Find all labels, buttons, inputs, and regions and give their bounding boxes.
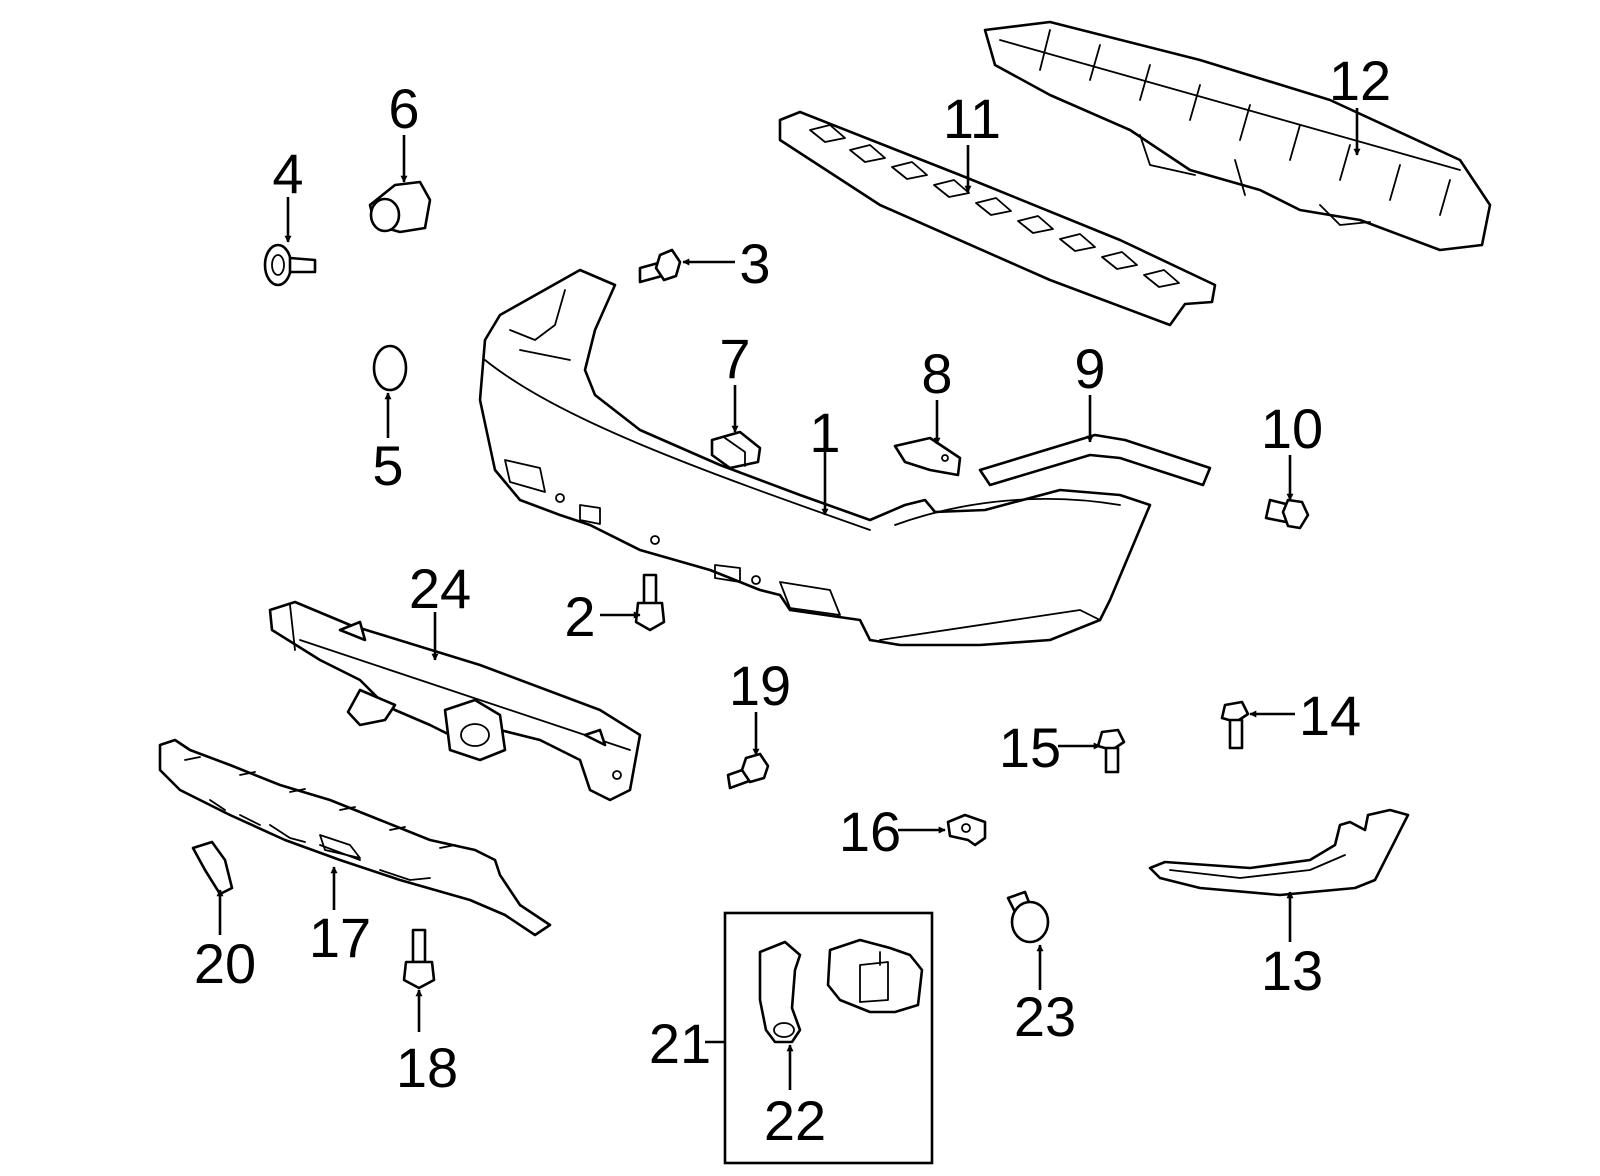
callout-7: 7: [719, 327, 750, 390]
callout-6: 6: [388, 77, 419, 140]
part-2-bolt: [634, 573, 666, 632]
callout-1: 1: [809, 401, 840, 464]
part-19-screw: [726, 752, 770, 790]
part-23-sensor: [1006, 890, 1050, 944]
callout-15: 15: [999, 716, 1061, 779]
callout-5: 5: [372, 434, 403, 497]
callout-3: 3: [739, 232, 770, 295]
callout-4: 4: [272, 142, 303, 205]
part-11-upper-strip: [778, 110, 1217, 327]
callout-13: 13: [1261, 939, 1323, 1002]
callout-18: 18: [396, 1036, 458, 1099]
callout-22: 22: [764, 1089, 826, 1152]
part-4-grommet: [263, 243, 317, 287]
callout-23: 23: [1014, 985, 1076, 1048]
part-17-lower-valance: [158, 738, 552, 937]
part-12-energy-absorber: [983, 20, 1492, 252]
callout-8: 8: [921, 342, 952, 405]
callout-labels: 1 2 3 4 5 6 7 8 9 10 11 12 13 14 15 16 1…: [194, 49, 1391, 1152]
part-13-side-molding: [1148, 808, 1410, 897]
part-21-group-box: [723, 911, 934, 1165]
part-9-side-strip: [978, 433, 1212, 487]
callout-11: 11: [943, 87, 1001, 150]
callout-17: 17: [309, 906, 371, 969]
callout-19: 19: [729, 654, 791, 717]
callout-12: 12: [1329, 49, 1391, 112]
callout-16: 16: [839, 800, 901, 863]
part-1-bumper-cover: [478, 268, 1152, 647]
part-15-bolt: [1096, 728, 1126, 774]
part-3-screw: [638, 248, 682, 284]
part-24-lower-beam: [268, 600, 642, 802]
part-8-bracket: [893, 436, 962, 477]
callout-2: 2: [564, 585, 595, 648]
part-16-clip-nut: [946, 813, 987, 847]
callout-9: 9: [1074, 337, 1105, 400]
part-10-bolt: [1264, 498, 1310, 530]
callout-20: 20: [194, 932, 256, 995]
part-20-small-cover: [191, 840, 234, 896]
leader-lines: [216, 108, 1361, 1090]
part-5-seal: [372, 344, 408, 392]
part-14-bolt: [1220, 700, 1250, 750]
callout-24: 24: [409, 557, 471, 620]
callout-14: 14: [1299, 684, 1361, 747]
callout-10: 10: [1261, 397, 1323, 460]
part-7-clip: [710, 430, 762, 470]
part-6-sensor-retainer: [368, 180, 432, 234]
callout-21: 21: [649, 1012, 711, 1075]
part-18-bolt: [402, 928, 436, 990]
